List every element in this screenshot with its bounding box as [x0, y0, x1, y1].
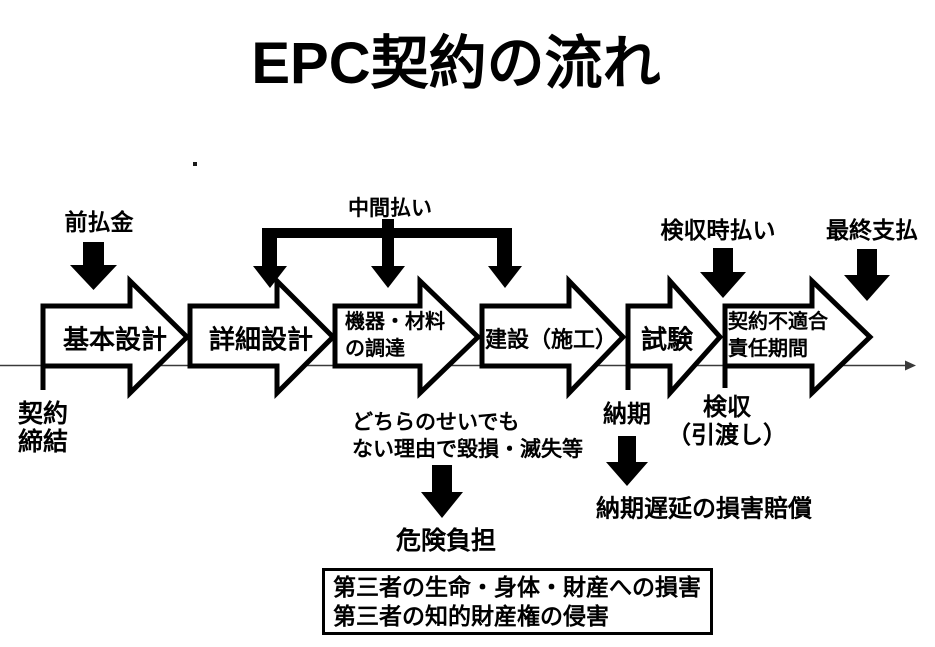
timeline-axis-arrowhead-icon — [905, 360, 916, 371]
third-party-liability-line2: 第三者の知的財産権の侵害 — [333, 603, 609, 629]
advance-payment-label: 前払金 — [64, 209, 134, 235]
stray-dot — [193, 162, 197, 166]
stage-label-warranty-period: 契約不適合 責任期間 — [728, 309, 828, 363]
no-fault-damage-line2: ない理由で毀損・滅失等 — [352, 438, 583, 461]
interim-branch-left-shaft — [262, 228, 277, 267]
delivery-date-label: 納期 — [603, 401, 651, 428]
third-party-liability-line1: 第三者の生命・身体・財産への損害 — [333, 574, 701, 600]
interim-branch-middle-shaft — [382, 238, 394, 267]
stage-label-procurement: 機器・材料 の調達 — [345, 309, 445, 363]
inspection-payment-arrow-icon — [700, 248, 746, 298]
risk-bearing-label: 危険負担 — [395, 527, 497, 555]
delivery-delay-arrow-icon — [606, 436, 648, 486]
final-payment-arrow-icon — [844, 249, 890, 301]
interim-bracket-bar — [262, 228, 512, 238]
interim-payment-bracket — [253, 219, 522, 288]
acceptance-label: 検収 （引渡し） — [667, 394, 787, 450]
stage-arrow-basic-design — [40, 275, 191, 399]
interim-branch-left-arrow-icon — [253, 266, 287, 288]
contract-signing-label: 契約 締結 — [18, 400, 68, 456]
no-fault-damage-line1: どちらのせいでも — [352, 411, 520, 434]
no-fault-damage-note: どちらのせいでも ない理由で毀損・滅失等 — [352, 409, 583, 463]
stage-label-testing: 試験 — [640, 324, 694, 355]
acceptance-line1: 検収 — [703, 394, 751, 421]
stage-label-warranty-line1: 契約不適合 — [728, 311, 828, 333]
acceptance-line2: （引渡し） — [667, 422, 787, 449]
interim-branch-middle-arrow-icon — [371, 266, 405, 288]
interim-branch-right-shaft — [497, 228, 512, 267]
interim-payment-label: 中間払い — [348, 197, 432, 220]
stage-label-detailed-design: 詳細設計 — [208, 324, 314, 355]
delivery-delay-damages-label: 納期遅延の損害賠償 — [596, 495, 812, 523]
stage-arrow-detailed-design — [187, 274, 337, 400]
risk-bearing-arrow-icon — [421, 465, 463, 518]
interim-branch-right-arrow-icon — [488, 266, 522, 288]
stage-label-warranty-line2: 責任期間 — [728, 338, 808, 360]
stage-label-basic-design: 基本設計 — [62, 324, 168, 355]
stage-label-procurement-line2: の調達 — [345, 338, 405, 360]
final-payment-label: 最終支払 — [826, 217, 918, 243]
stage-arrow-warranty-period — [722, 275, 874, 399]
stage-arrow-construction — [479, 274, 627, 400]
stage-arrow-procurement — [332, 275, 482, 399]
contract-signing-line1: 契約 — [18, 400, 69, 428]
interim-bracket-stem — [382, 219, 394, 229]
inspection-payment-label: 検収時払い — [660, 217, 776, 243]
third-party-liability-box: 第三者の生命・身体・財産への損害 第三者の知的財産権の侵害 — [322, 568, 713, 635]
stage-label-procurement-line1: 機器・材料 — [345, 311, 445, 333]
stage-arrow-testing — [625, 274, 724, 400]
page-title: EPC契約の流れ — [251, 31, 661, 96]
advance-payment-arrow-icon — [70, 242, 117, 290]
stage-label-construction: 建設（施工） — [484, 327, 618, 352]
contract-signing-line2: 締結 — [18, 428, 69, 456]
